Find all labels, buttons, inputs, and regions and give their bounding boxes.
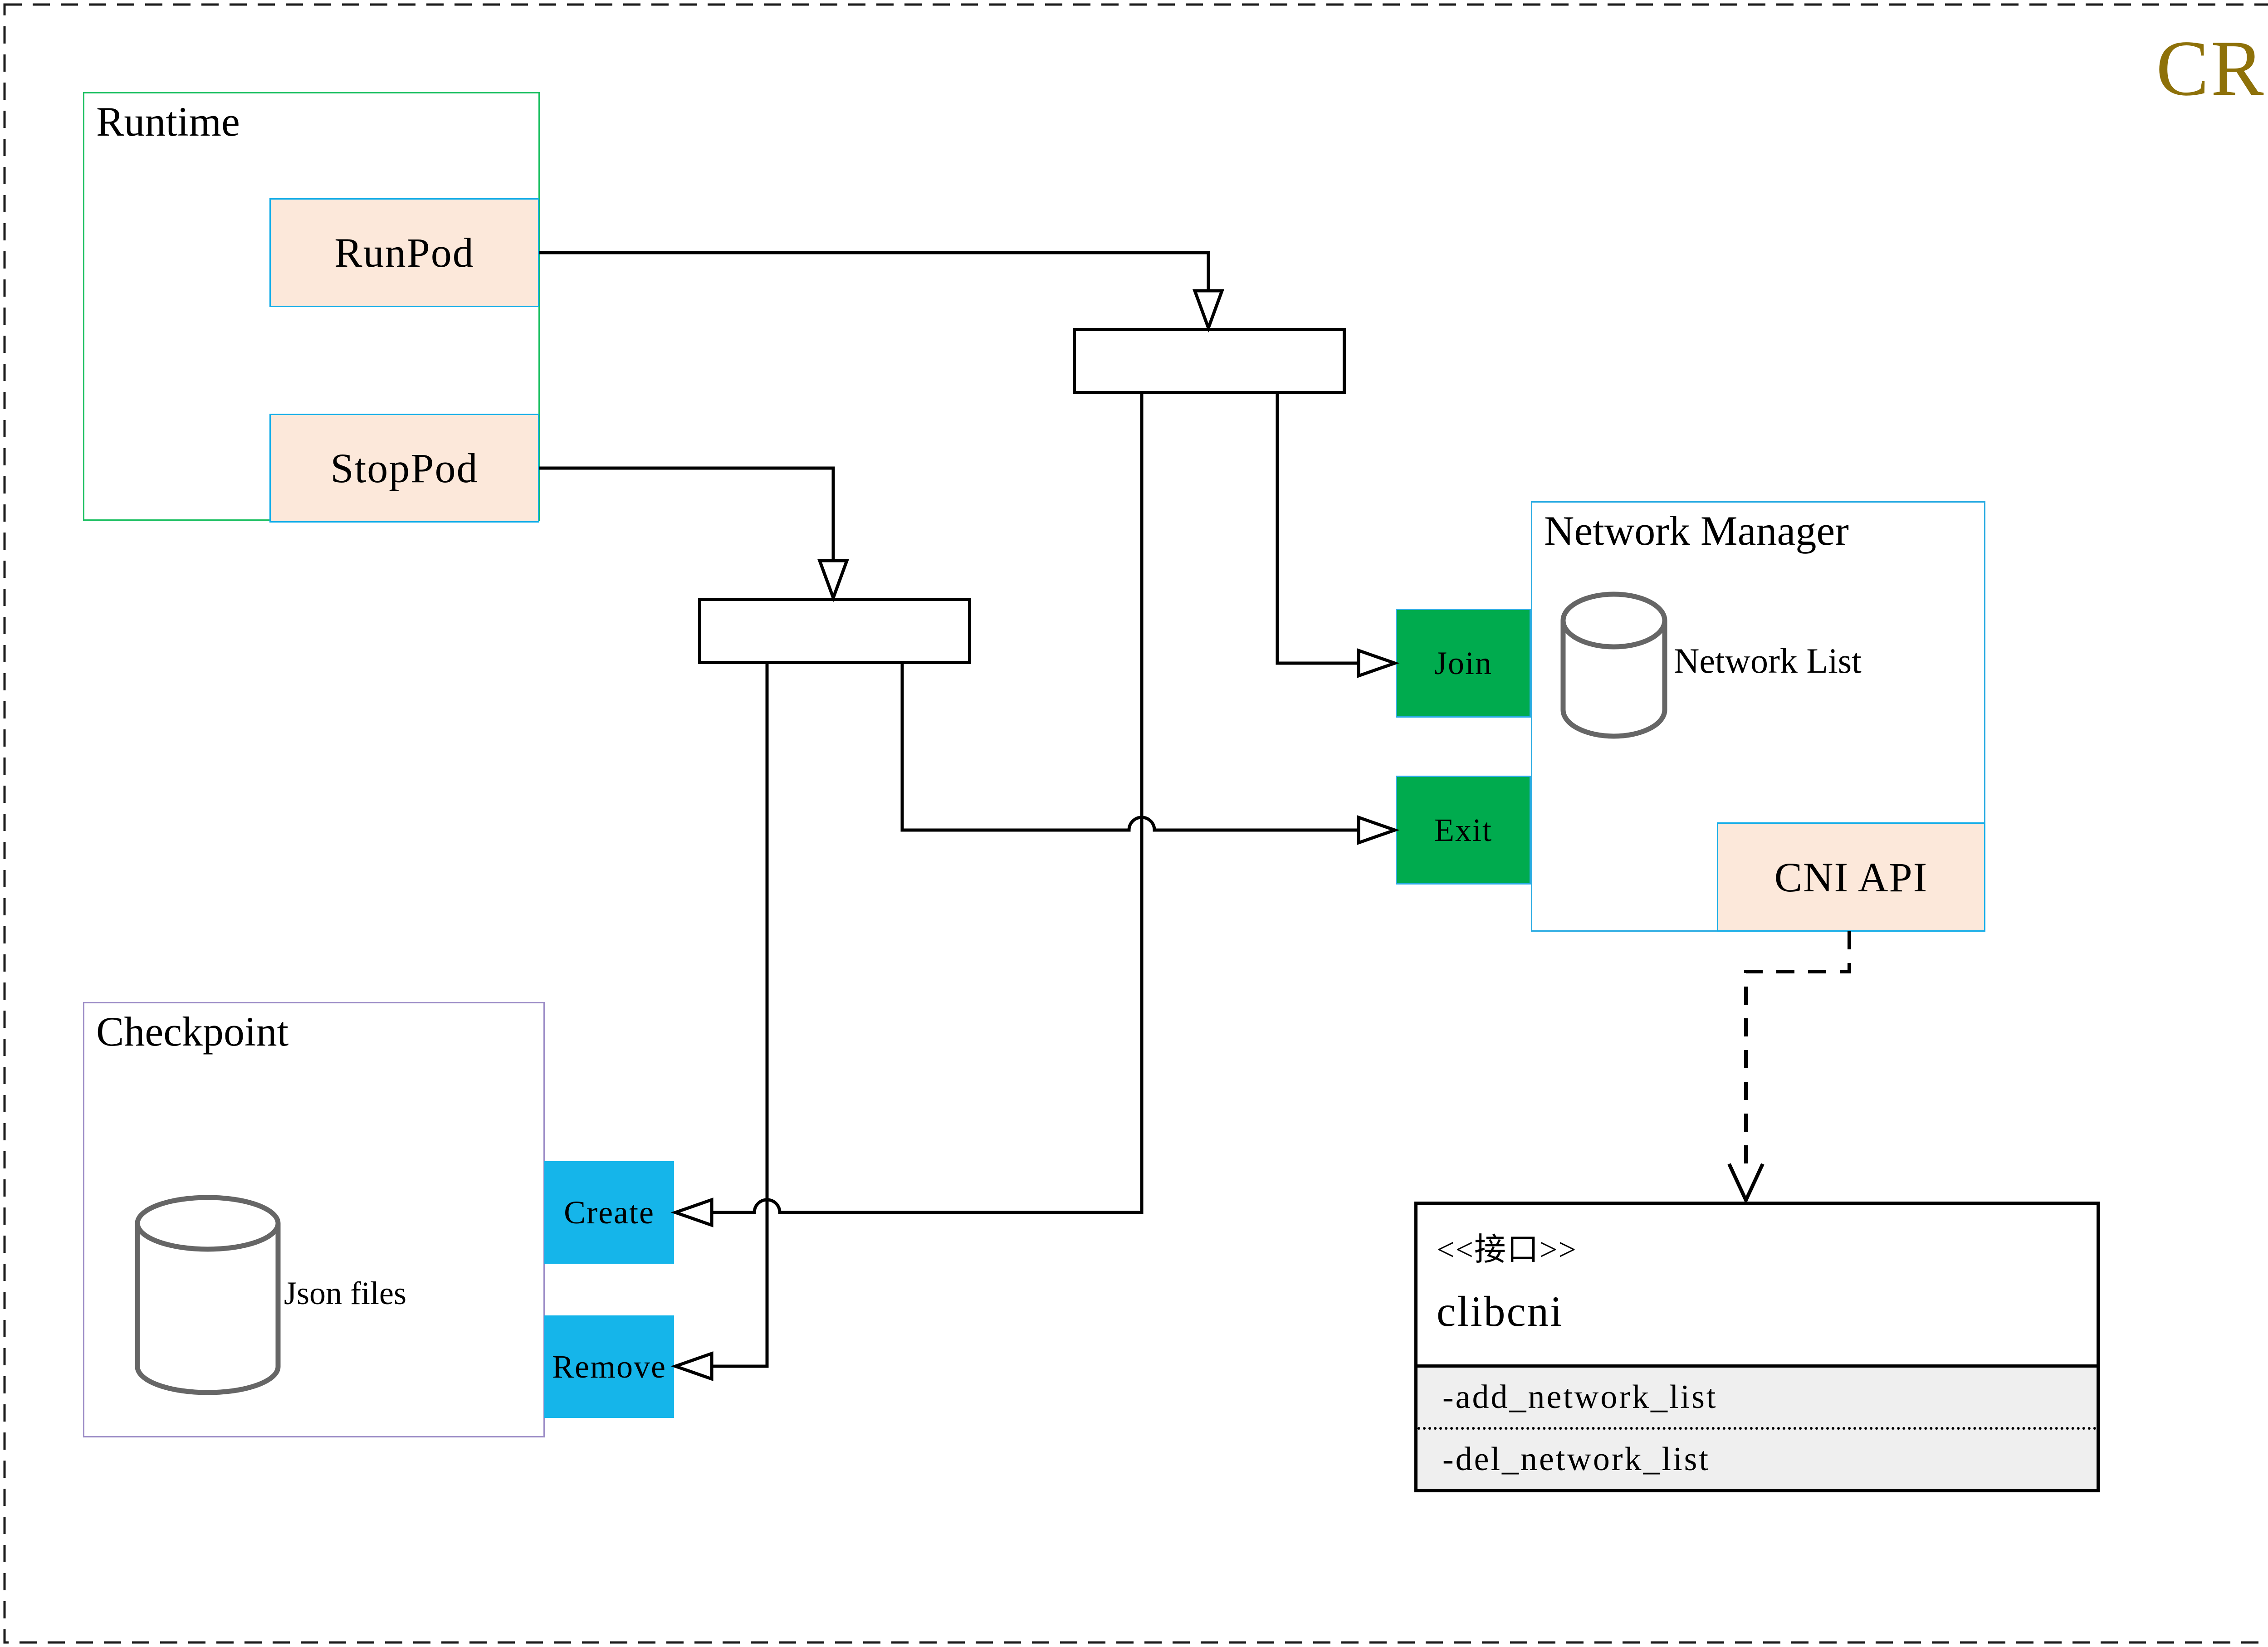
- exit-connector: [900, 664, 1359, 832]
- create-connector: [712, 394, 1144, 1214]
- remove-label: Remove: [552, 1348, 666, 1385]
- exit-label: Exit: [1434, 811, 1492, 848]
- join-node: Join: [1396, 609, 1531, 718]
- arrowhead-open-down-icon: [1727, 1163, 1765, 1205]
- clibcni-name: clibcni: [1437, 1287, 1564, 1335]
- create-node: Create: [544, 1161, 674, 1264]
- network-manager-title: Network Manager: [1544, 508, 1849, 554]
- cri-title-label: CRI: [2156, 24, 2268, 112]
- cni-api-label: CNI API: [1774, 854, 1928, 900]
- network-list-label: Network List: [1674, 641, 1862, 680]
- join-label: Join: [1434, 645, 1493, 681]
- runpod-connector: [539, 251, 1210, 291]
- runpod-label: RunPod: [334, 230, 474, 276]
- arrowhead-left-icon: [670, 1351, 714, 1381]
- cni-dependency-connector: [1744, 931, 1851, 1167]
- join-connector: [1276, 394, 1359, 665]
- clibcni-header: <<接口>> clibcni: [1418, 1205, 2097, 1364]
- stoppod-connector: [539, 466, 835, 561]
- clibcni-interface-box: <<接口>> clibcni -add_network_list -del_ne…: [1414, 1202, 2100, 1492]
- arrowhead-right-icon: [1357, 815, 1400, 845]
- runtime-box-title: Runtime: [96, 98, 240, 145]
- json-files-label: Json files: [284, 1275, 406, 1311]
- remove-connector: [712, 664, 769, 1368]
- clibcni-method-list: -add_network_list -del_network_list: [1418, 1364, 2097, 1489]
- checkpoint-box: Checkpoint: [83, 1002, 545, 1437]
- clibcni-method-add: -add_network_list: [1442, 1378, 1718, 1416]
- cni-api-node: CNI API: [1717, 822, 1985, 932]
- remove-node: Remove: [544, 1315, 674, 1418]
- exit-node: Exit: [1396, 776, 1531, 885]
- clibcni-method-del: -del_network_list: [1442, 1441, 1711, 1478]
- arrowhead-left-icon: [670, 1197, 714, 1227]
- runpod-node: RunPod: [269, 198, 539, 307]
- stoppod-label: StopPod: [330, 445, 479, 491]
- clibcni-stereotype: <<接口>>: [1437, 1232, 1577, 1267]
- junction-rect-stoppod: [698, 598, 971, 664]
- create-label: Create: [564, 1194, 655, 1231]
- arrowhead-right-icon: [1357, 648, 1400, 678]
- stoppod-node: StopPod: [269, 414, 539, 523]
- junction-rect-runpod: [1073, 328, 1346, 394]
- arrowhead-down-icon: [817, 559, 850, 603]
- checkpoint-box-title: Checkpoint: [96, 1008, 289, 1055]
- arrowhead-down-icon: [1192, 289, 1225, 333]
